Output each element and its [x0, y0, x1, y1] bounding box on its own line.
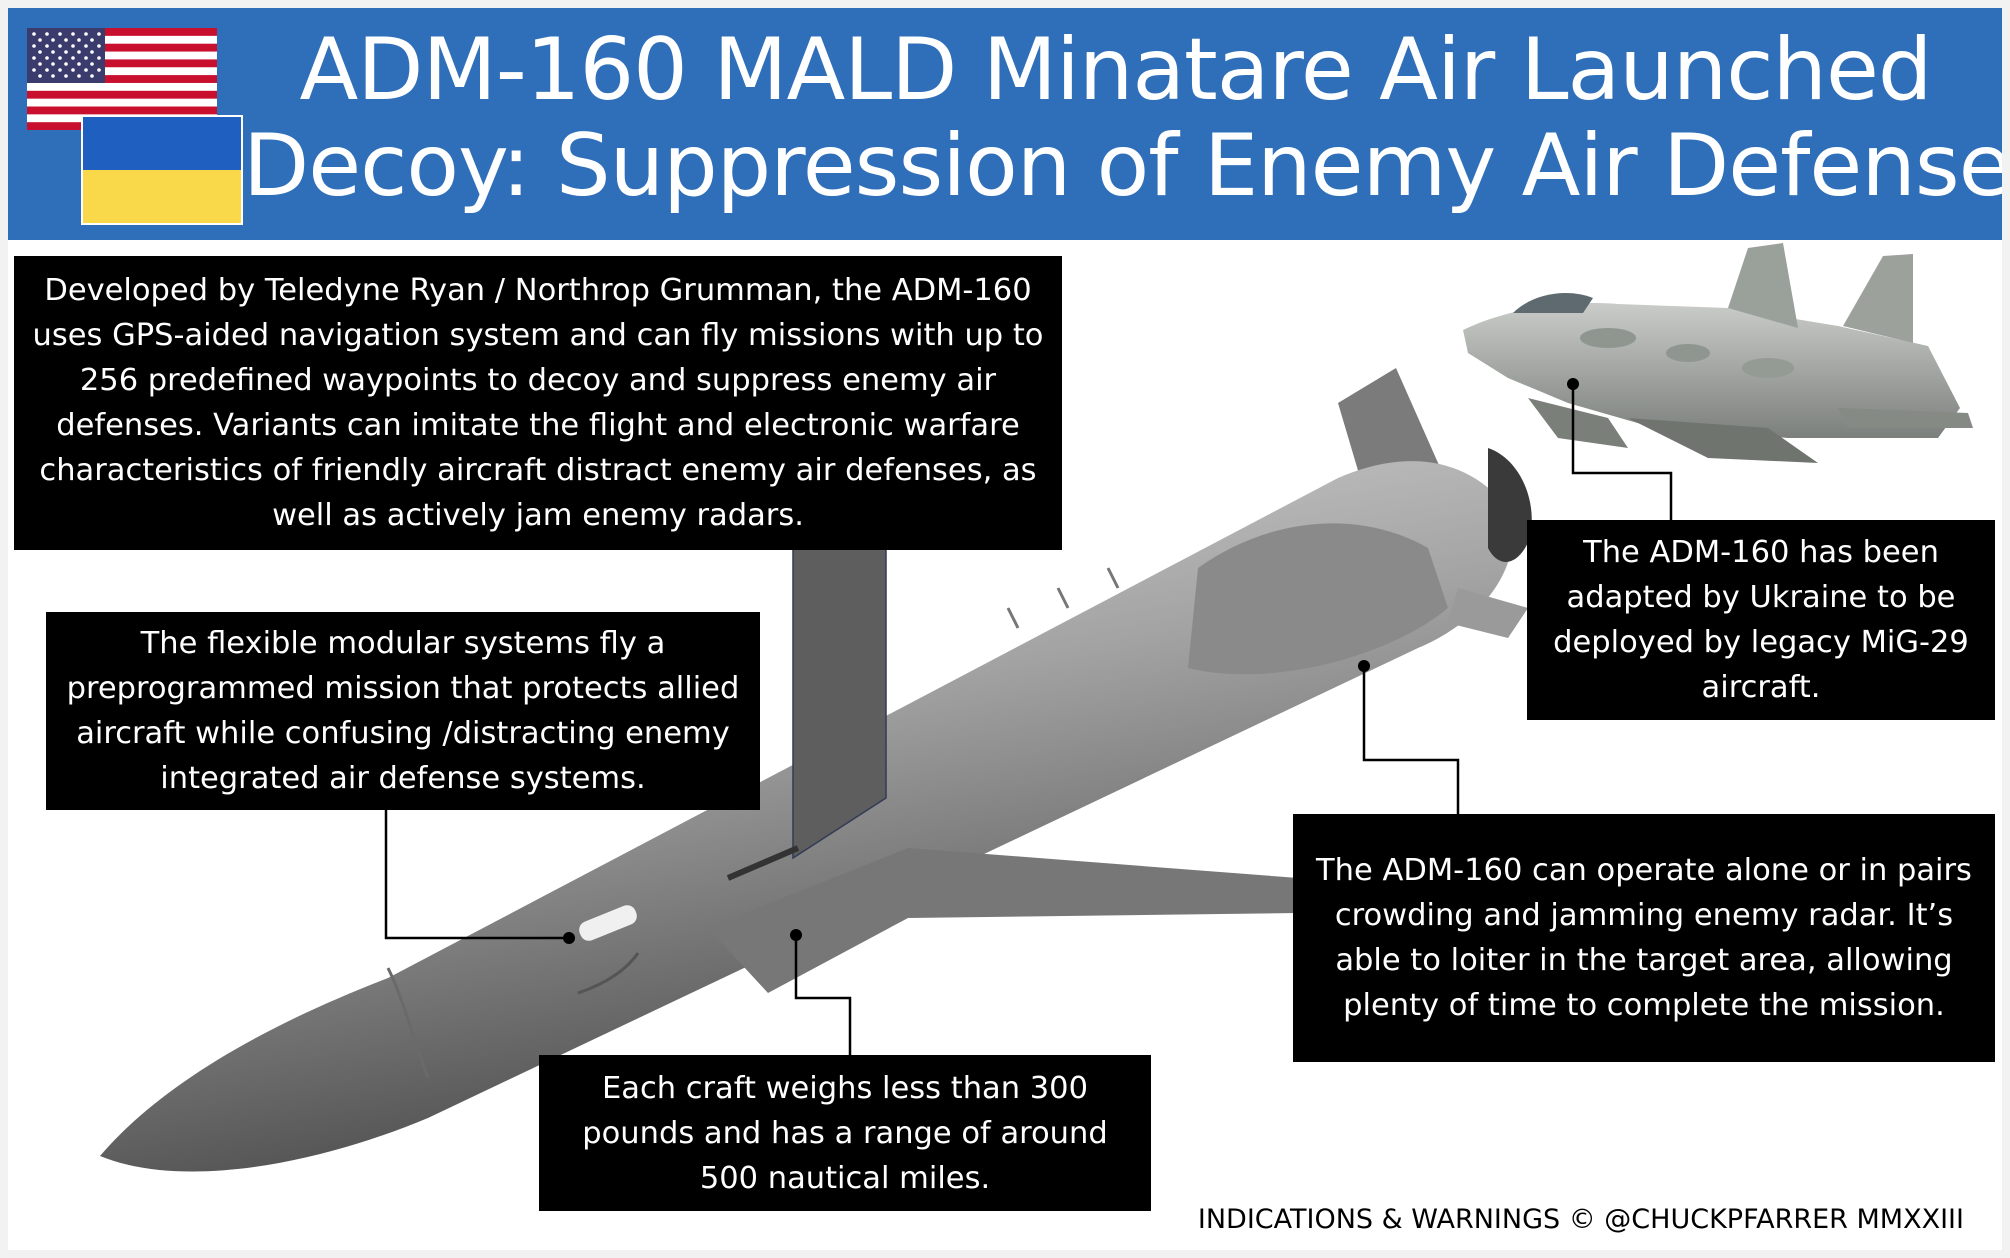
us-flag-icon: [27, 28, 217, 130]
title-banner: [8, 8, 2002, 240]
title-line-2: Decoy: Suppression of Enemy Air Defense: [243, 116, 2002, 216]
ukraine-flag-icon: [81, 115, 243, 225]
callout-overview: Developed by Teledyne Ryan / Northrop Gr…: [14, 256, 1062, 550]
leader-lines: [384, 384, 1673, 1055]
callout-overview-text: Developed by Teledyne Ryan / Northrop Gr…: [32, 273, 1044, 533]
page-title: ADM-160 MALD Minatare Air Launched Decoy…: [243, 20, 2002, 216]
mig-29-aircraft-image: [1463, 243, 1973, 463]
callout-modular-text: The flexible modular systems fly a prepr…: [66, 626, 740, 796]
title-line-1: ADM-160 MALD Minatare Air Launched: [299, 20, 1932, 120]
leader-dots: [563, 378, 1579, 944]
callout-specs-text: Each craft weighs less than 300 pounds a…: [582, 1070, 1108, 1196]
footer-credit: INDICATIONS & WARNINGS © @CHUCKPFARRER M…: [1197, 1204, 1964, 1235]
infographic-slide: ADM-160 MALD Minatare Air Launched Decoy…: [8, 8, 2002, 1250]
adm-160-decoy-image: [100, 368, 1532, 1172]
callout-ukraine-text: The ADM-160 has been adapted by Ukraine …: [1553, 535, 1969, 705]
callout-specs: Each craft weighs less than 300 pounds a…: [539, 1055, 1151, 1211]
callout-operation: The ADM-160 can operate alone or in pair…: [1293, 814, 1995, 1062]
callout-operation-text: The ADM-160 can operate alone or in pair…: [1316, 853, 1972, 1023]
callout-modular-systems: The flexible modular systems fly a prepr…: [46, 612, 760, 810]
illustration: [100, 243, 1973, 1172]
callout-ukraine-mig29: The ADM-160 has been adapted by Ukraine …: [1527, 520, 1995, 720]
